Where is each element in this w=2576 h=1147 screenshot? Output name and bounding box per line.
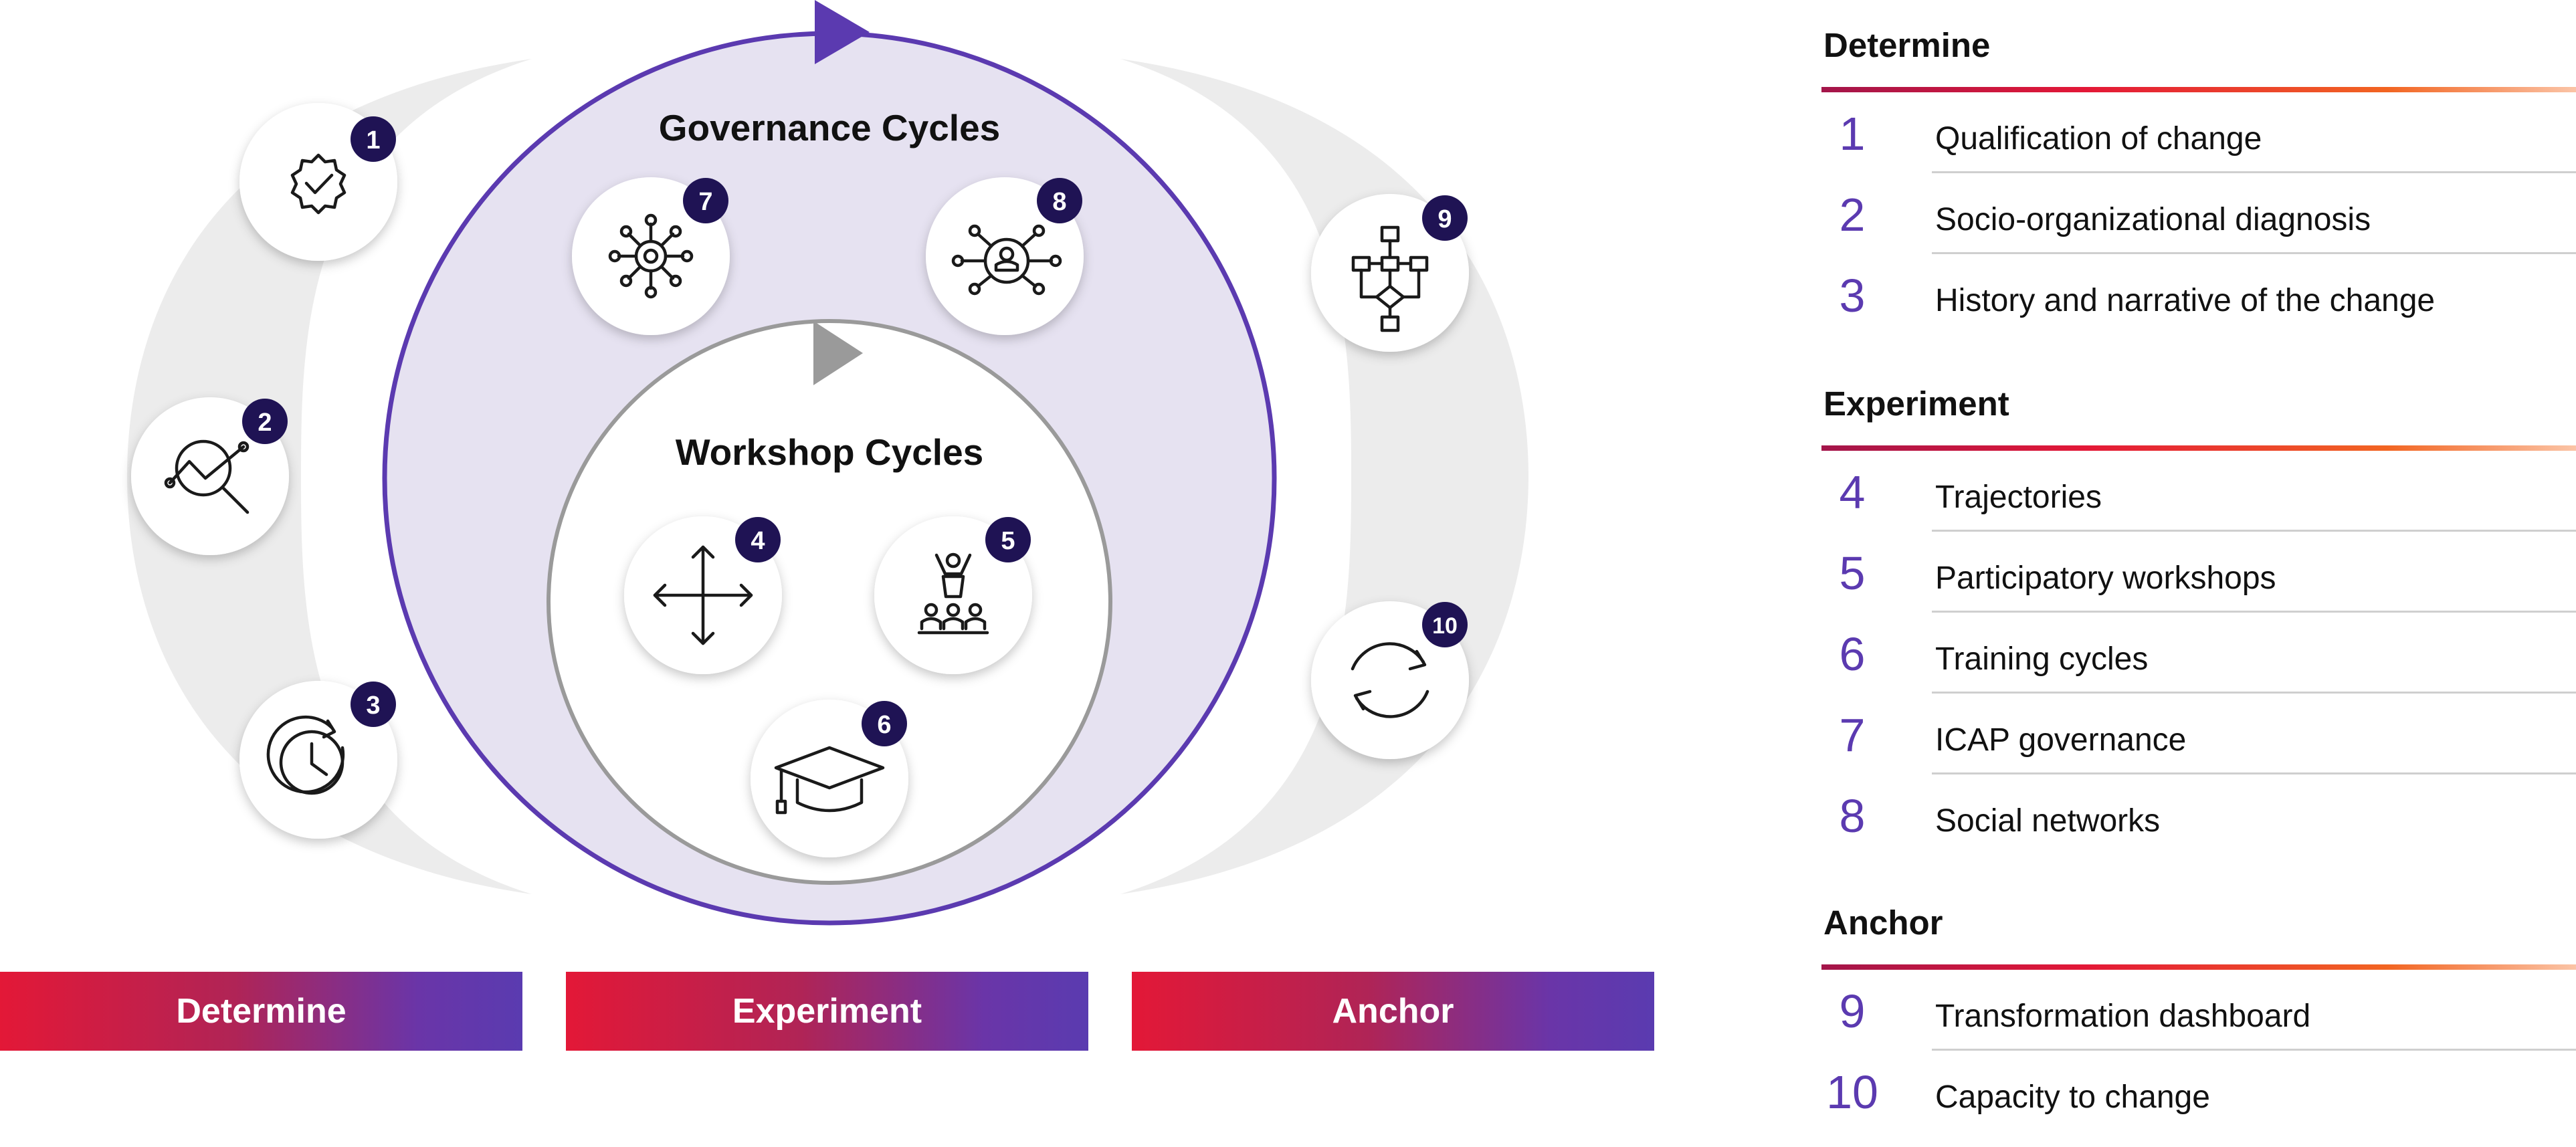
stage-label: Anchor: [1332, 992, 1454, 1031]
item-divider: [1932, 692, 2576, 694]
magnify-chart-icon: [164, 439, 250, 514]
node-6: 6: [751, 700, 908, 857]
node-badge: 7: [698, 188, 712, 216]
item-divider: [1932, 611, 2576, 613]
node-7: 7: [572, 177, 730, 335]
node-5: 5: [874, 516, 1032, 674]
item-divider: [1932, 1049, 2576, 1051]
legend-label: Socio-organizational diagnosis: [1935, 202, 2371, 237]
section-title: Determine: [1823, 26, 1991, 64]
workshop-arrow-icon: [813, 321, 863, 385]
legend-number: 2: [1839, 189, 1866, 241]
legend-item: 1 Qualification of change: [1821, 92, 2576, 173]
node-badge: 3: [366, 692, 380, 720]
node-badge: 8: [1052, 188, 1066, 216]
node-badge: 1: [366, 126, 380, 154]
section-title: Experiment: [1823, 385, 2009, 423]
node-badge: 4: [751, 527, 765, 555]
stage-bar-determine: Determine: [0, 972, 522, 1051]
refresh-cycle-icon: [1351, 642, 1429, 718]
node-10: 10: [1311, 601, 1469, 759]
node-badge: 10: [1432, 613, 1458, 639]
section-divider: [1821, 87, 2576, 92]
governance-title: Governance Cycles: [659, 107, 1001, 148]
node-badge: 9: [1438, 205, 1452, 233]
node-1: 1: [239, 103, 397, 261]
cycle-diagram: Governance Cycles Workshop Cycles 1: [127, 0, 1528, 926]
legend-item: 2 Socio-organizational diagnosis: [1821, 173, 2576, 254]
item-divider: [1932, 252, 2576, 254]
legend-number: 10: [1826, 1066, 1878, 1118]
workshop-title: Workshop Cycles: [676, 431, 984, 473]
legend-number: 7: [1839, 709, 1866, 761]
determine-crescent: [127, 59, 532, 894]
legend-number: 6: [1839, 628, 1866, 680]
legend-item: 9 Transformation dashboard: [1821, 970, 2576, 1051]
item-divider: [1932, 171, 2576, 173]
legend-number: 3: [1839, 270, 1866, 322]
social-network-icon: [951, 224, 1062, 296]
legend-label: Capacity to change: [1935, 1079, 2210, 1115]
section-title: Anchor: [1823, 904, 1943, 942]
legend-item: 6 Training cycles: [1821, 613, 2576, 694]
item-divider: [1932, 530, 2576, 532]
governance-arrow-icon: [815, 0, 870, 64]
network-gear-icon: [608, 213, 694, 299]
legend-item: 4 Trajectories: [1821, 451, 2576, 532]
legend-label: Social networks: [1935, 803, 2161, 839]
workshop-cycle: [547, 319, 1112, 885]
clock-refresh-icon: [266, 715, 345, 795]
legend-item: 7 ICAP governance: [1821, 694, 2576, 774]
section-divider: [1821, 964, 2576, 970]
legend-label: Trajectories: [1935, 480, 2102, 515]
legend-item: 8 Social networks: [1821, 774, 2576, 855]
section-divider: [1821, 445, 2576, 451]
legend-number: 8: [1839, 790, 1866, 842]
item-divider: [1932, 772, 2576, 774]
graduation-cap-icon: [774, 746, 885, 815]
legend-label: Transformation dashboard: [1935, 999, 2311, 1034]
badge-check-icon: [290, 153, 346, 215]
node-4: 4: [624, 516, 782, 674]
legend-number: 1: [1839, 108, 1866, 160]
stage-bar-experiment: Experiment: [566, 972, 1088, 1051]
legend-label: Qualification of change: [1935, 121, 2262, 157]
legend-item: 3 History and narrative of the change: [1821, 254, 2576, 335]
stage-bar-anchor: Anchor: [1132, 972, 1654, 1051]
stage-label: Experiment: [732, 992, 922, 1031]
legend-label: Training cycles: [1935, 641, 2149, 677]
legend-number: 9: [1839, 985, 1866, 1037]
node-badge: 5: [1001, 527, 1015, 555]
node-badge: 6: [877, 711, 891, 739]
stage-label: Determine: [176, 992, 346, 1031]
legend-label: Participatory workshops: [1935, 560, 2276, 596]
node-3: 3: [239, 681, 397, 839]
legend-label: ICAP governance: [1935, 722, 2187, 758]
node-9: 9: [1311, 194, 1469, 352]
legend-item: 10 Capacity to change: [1821, 1051, 2576, 1132]
legend-number: 4: [1839, 466, 1866, 518]
move-arrows-icon: [653, 545, 753, 645]
legend-number: 5: [1839, 547, 1866, 599]
node-badge: 2: [258, 409, 272, 437]
node-2: 2: [131, 397, 289, 555]
legend-item: 5 Participatory workshops: [1821, 532, 2576, 613]
workshop-presenter-icon: [917, 552, 989, 635]
flowchart-icon: [1351, 225, 1429, 332]
legend-label: History and narrative of the change: [1935, 283, 2436, 318]
node-8: 8: [926, 177, 1084, 335]
